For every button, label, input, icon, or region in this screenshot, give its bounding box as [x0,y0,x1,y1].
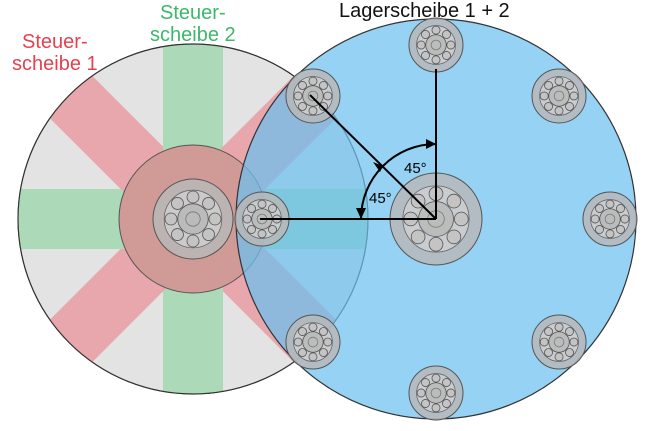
label-steuerscheibe-2: Steuer- scheibe 2 [150,2,236,46]
label-steuerscheibe-2-line1: Steuer- [160,2,226,24]
diagonal-line [309,94,437,220]
construction-lines [260,69,437,220]
bearing-control-center [152,178,234,260]
bearing-lager-outer [285,68,341,124]
arrow-mid-head [373,162,383,172]
bearing-lager-outer [408,17,464,73]
angle-label-lower: 45° [369,190,392,207]
angle-label-upper: 45° [404,160,427,177]
label-steuerscheibe-1: Steuer- scheibe 1 [12,31,98,75]
label-steuerscheibe-1-line2: scheibe 1 [12,53,98,75]
label-steuerscheibe-1-line1: Steuer- [22,31,88,53]
arrow-lower-head [356,208,366,219]
bearing-lager-outer [531,314,587,370]
bearing-lager-outer [285,314,341,370]
bearing-lager-outer [531,68,587,124]
bearings [152,17,638,421]
arrow-upper-head [426,139,436,149]
label-steuerscheibe-2-line2: scheibe 2 [150,24,236,46]
label-lagerscheibe: Lagerscheibe 1 + 2 [339,0,510,22]
bearing-lager-outer [582,191,638,247]
bearing-lager-outer [408,365,464,421]
